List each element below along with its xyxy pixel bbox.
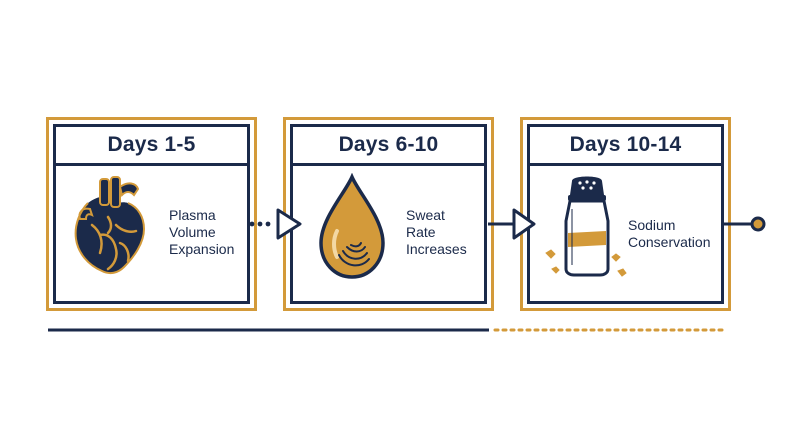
heart-icon <box>74 176 146 275</box>
stage-label: Sodium Conservation <box>628 217 711 250</box>
stage-title: Days 10-14 <box>530 127 721 166</box>
stage-label: Plasma Volume Expansion <box>169 207 235 257</box>
salt-shaker-icon <box>545 176 627 277</box>
arrow-right-icon <box>276 208 302 240</box>
connector-dotted-arrow <box>249 208 302 240</box>
arrow-right-icon <box>512 208 536 240</box>
stage-title: Days 6-10 <box>293 127 484 166</box>
timeline-progress <box>48 328 728 332</box>
end-dot-icon <box>750 216 766 232</box>
connector-solid-arrow <box>488 208 536 240</box>
stage-card-3: Days 10-14 Sodium Conservation <box>520 117 731 311</box>
water-drop-icon <box>319 173 385 279</box>
stage-card-1: Days 1-5 Plasma Volume Expansion <box>46 117 257 311</box>
connector-end <box>722 216 766 232</box>
stage-label: Sweat Rate Increases <box>406 207 467 257</box>
stage-card-2: Days 6-10 Sweat Rate Increases <box>283 117 494 311</box>
stage-title: Days 1-5 <box>56 127 247 166</box>
